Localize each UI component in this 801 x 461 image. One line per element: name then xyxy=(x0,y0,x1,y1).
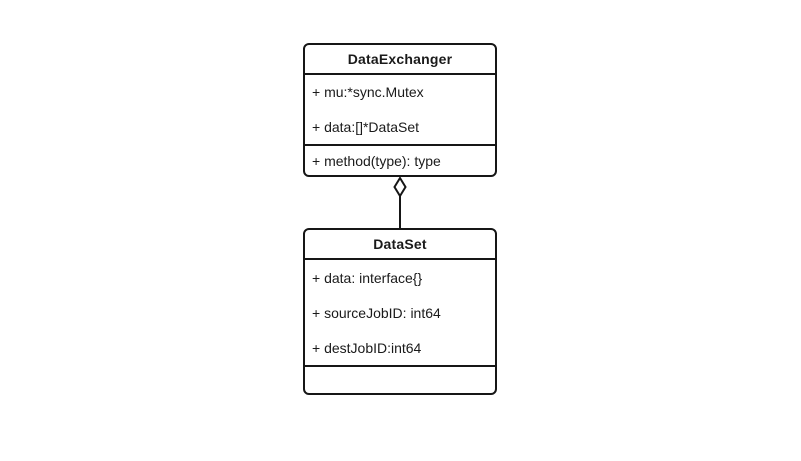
aggregation-diamond-icon xyxy=(393,176,407,198)
class-attribute: + data: interface{} xyxy=(312,269,423,286)
class-title-dataexchanger: DataExchanger xyxy=(305,45,495,75)
class-attribute: + mu:*sync.Mutex xyxy=(312,84,424,101)
class-box-dataset[interactable]: DataSet + data: interface{} + sourceJobI… xyxy=(303,228,497,395)
class-attributes-section: + mu:*sync.Mutex + data:[]*DataSet xyxy=(305,75,495,146)
class-attribute: + sourceJobID: int64 xyxy=(312,304,441,321)
class-attribute: + data:[]*DataSet xyxy=(312,118,420,135)
class-box-dataexchanger[interactable]: DataExchanger + mu:*sync.Mutex + data:[]… xyxy=(303,43,497,177)
class-methods-section-empty xyxy=(305,367,495,393)
class-title-dataset: DataSet xyxy=(305,230,495,260)
class-attributes-section: + data: interface{} + sourceJobID: int64… xyxy=(305,260,495,367)
aggregation-connector xyxy=(393,176,407,230)
class-attribute: + destJobID:int64 xyxy=(312,339,422,356)
class-methods-section: + method(type): type xyxy=(305,146,495,175)
class-method: + method(type): type xyxy=(312,152,441,169)
